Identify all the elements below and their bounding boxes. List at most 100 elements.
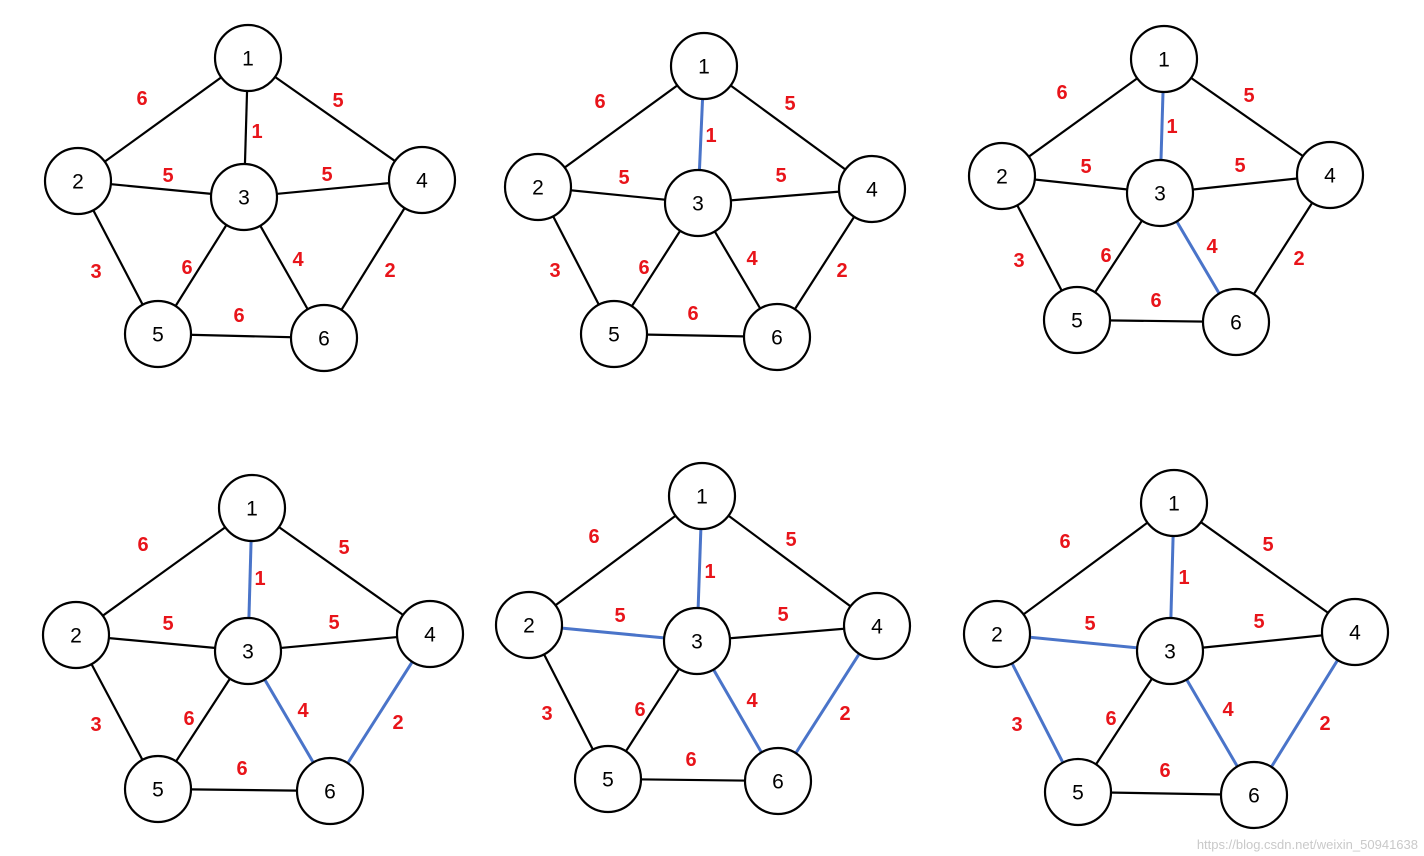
node-label: 5 (608, 324, 620, 347)
node-circle (579, 299, 649, 369)
edge-weight-1-3: 1 (251, 121, 262, 143)
node-1: 1 (213, 23, 283, 93)
node-6: 6 (289, 303, 359, 373)
node-label: 6 (771, 327, 783, 350)
edge-weight-3-4: 5 (775, 165, 786, 187)
node-1: 1 (667, 461, 737, 531)
edge-weight-1-4: 5 (1243, 85, 1254, 107)
edge-weight-1-4: 5 (785, 529, 796, 551)
edge-weight-2-5: 3 (1011, 714, 1022, 736)
node-label: 1 (246, 498, 258, 521)
node-label: 1 (242, 48, 254, 71)
node-circle (662, 606, 732, 676)
node-label: 4 (1349, 622, 1361, 645)
edge-weight-1-2: 6 (136, 88, 147, 110)
edge-weight-3-6: 4 (292, 249, 304, 271)
node-3: 3 (209, 162, 279, 232)
node-circle (669, 31, 739, 101)
edge-weight-1-3: 1 (1178, 567, 1189, 589)
node-circle (213, 616, 283, 686)
node-label: 3 (1154, 183, 1166, 206)
node-circle (209, 162, 279, 232)
edge-weight-3-6: 4 (746, 690, 758, 712)
edge-weight-5-6: 6 (687, 303, 698, 325)
node-circle (1042, 285, 1112, 355)
node-circle (123, 754, 193, 824)
edge-weight-3-5: 6 (183, 708, 194, 730)
edge-weight-4-6: 2 (836, 260, 847, 282)
node-label: 1 (696, 486, 708, 509)
node-2: 2 (967, 141, 1037, 211)
edge-weight-2-5: 3 (549, 260, 560, 282)
edge-weight-3-5: 6 (1100, 245, 1111, 267)
node-circle (742, 302, 812, 372)
node-1: 1 (1139, 468, 1209, 538)
node-circle (217, 473, 287, 543)
node-circle (1129, 24, 1199, 94)
node-label: 2 (523, 615, 535, 638)
node-6: 6 (742, 302, 812, 372)
node-label: 3 (1164, 641, 1176, 664)
node-circle (1201, 287, 1271, 357)
edge-weight-3-5: 6 (634, 699, 645, 721)
node-label: 4 (424, 624, 436, 647)
node-3: 3 (662, 606, 732, 676)
node-circle (494, 590, 564, 660)
node-circle (1139, 468, 1209, 538)
edge-weight-5-6: 6 (233, 305, 244, 327)
node-label: 2 (70, 625, 82, 648)
node-label: 4 (866, 179, 878, 202)
node-6: 6 (1201, 287, 1271, 357)
node-label: 6 (1248, 785, 1260, 808)
node-3: 3 (663, 168, 733, 238)
node-circle (1135, 616, 1205, 686)
watermark: https://blog.csdn.net/weixin_50941638 (1196, 837, 1418, 852)
node-6: 6 (295, 756, 365, 826)
edge-weight-3-4: 5 (777, 604, 788, 626)
edge-weight-1-3: 1 (1166, 116, 1177, 138)
node-circle (1295, 140, 1365, 210)
node-5: 5 (1042, 285, 1112, 355)
node-2: 2 (962, 599, 1032, 669)
edge-weight-1-2: 6 (588, 526, 599, 548)
node-3: 3 (1135, 616, 1205, 686)
node-circle (123, 299, 193, 369)
edge-weight-2-3: 5 (1080, 156, 1091, 178)
edge-weight-3-4: 5 (1253, 611, 1264, 633)
node-1: 1 (669, 31, 739, 101)
node-circle (289, 303, 359, 373)
edge-weight-1-2: 6 (137, 534, 148, 556)
edge-weight-1-4: 5 (338, 537, 349, 559)
edge-weight-3-6: 4 (746, 248, 758, 270)
node-circle (295, 756, 365, 826)
edge-weight-5-6: 6 (236, 758, 247, 780)
edge-weight-4-6: 2 (1293, 248, 1304, 270)
edge-weight-1-4: 5 (332, 90, 343, 112)
node-label: 3 (238, 187, 250, 210)
edge-weight-1-4: 5 (784, 93, 795, 115)
node-circle (395, 599, 465, 669)
edge-weight-3-5: 6 (638, 257, 649, 279)
edge-weight-2-3: 5 (614, 605, 625, 627)
edge-weight-4-6: 2 (384, 260, 395, 282)
node-3: 3 (213, 616, 283, 686)
edge-1-4 (1173, 502, 1356, 633)
edge-weight-5-6: 6 (685, 749, 696, 771)
node-label: 5 (1072, 782, 1084, 805)
node-2: 2 (494, 590, 564, 660)
node-4: 4 (1295, 140, 1365, 210)
node-4: 4 (837, 154, 907, 224)
node-label: 3 (692, 193, 704, 216)
node-label: 4 (416, 170, 428, 193)
node-label: 6 (318, 328, 330, 351)
edge-weight-1-4: 5 (1262, 534, 1273, 556)
edge-weight-3-6: 4 (1206, 236, 1218, 258)
node-5: 5 (579, 299, 649, 369)
node-circle (1043, 757, 1113, 827)
node-circle (41, 600, 111, 670)
edge-weight-3-5: 6 (1105, 708, 1116, 730)
edge-1-2 (537, 65, 705, 188)
